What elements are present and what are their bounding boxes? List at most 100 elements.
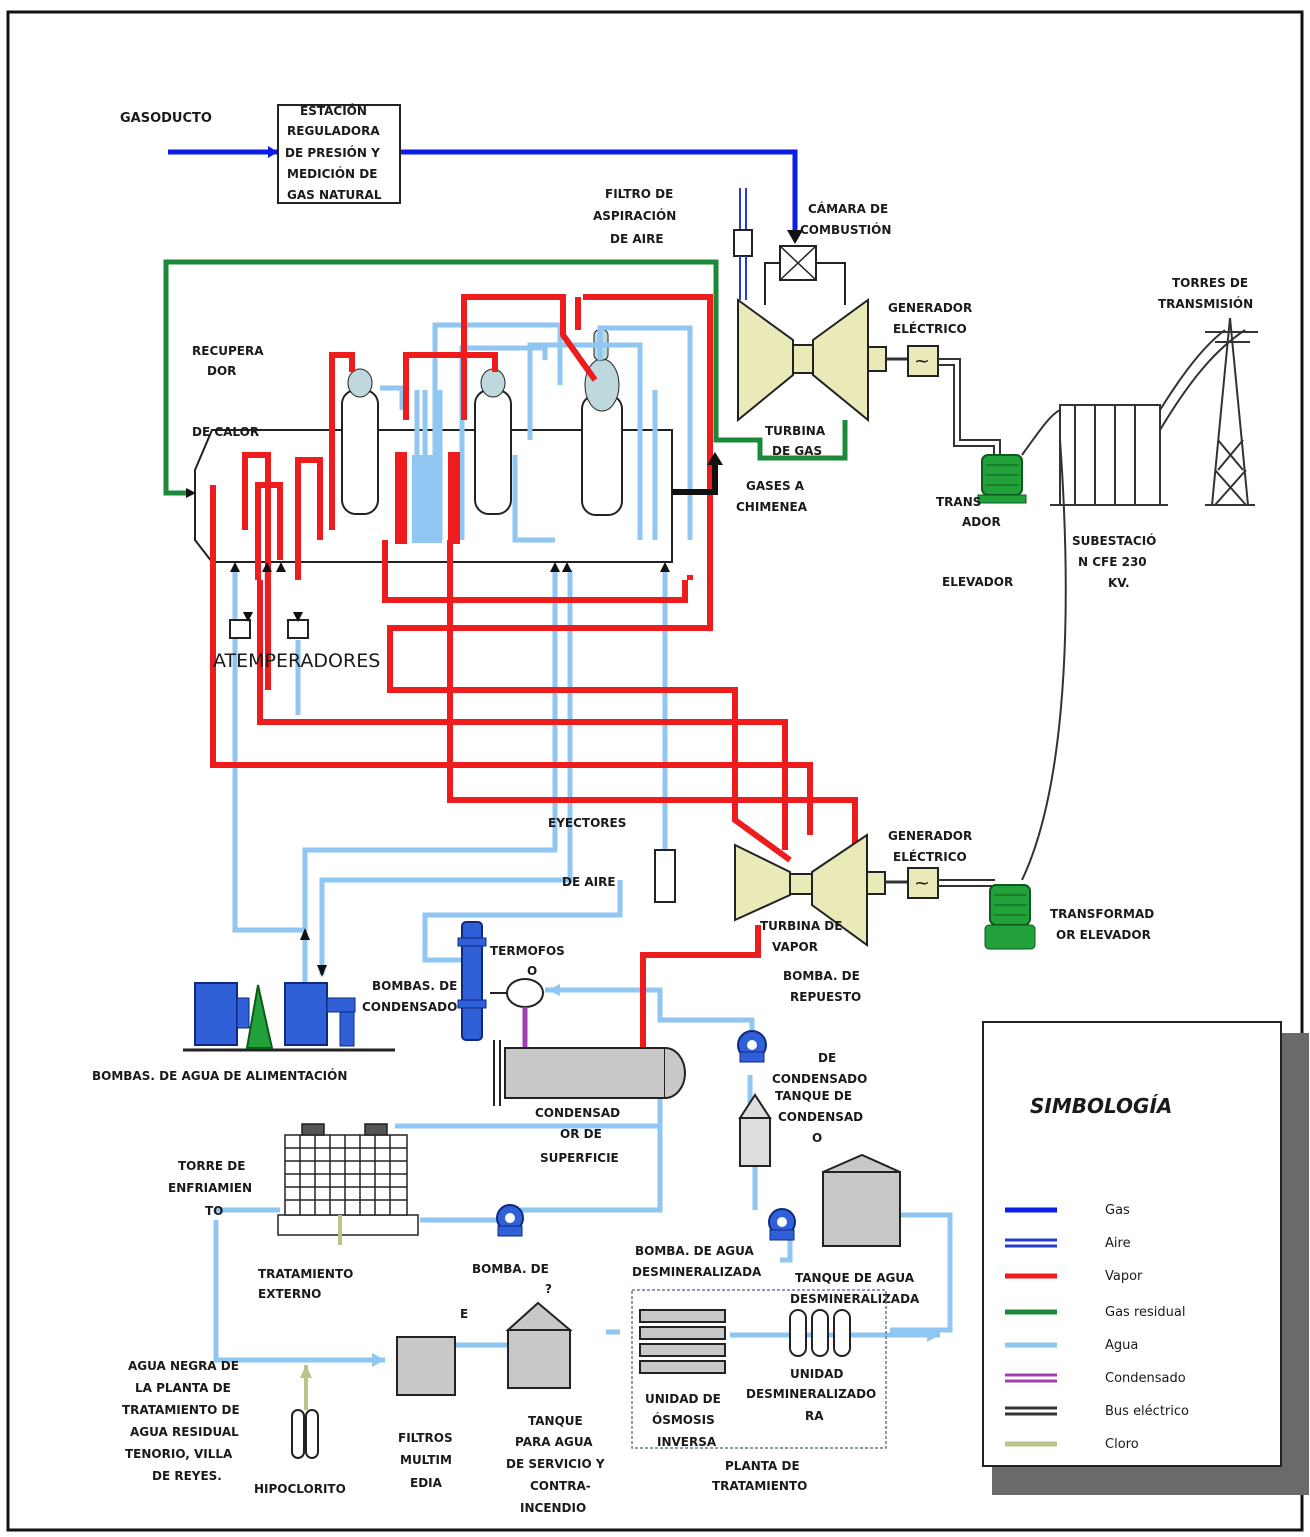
legend-item-condensado: Condensado <box>1005 1371 1186 1386</box>
svg-text:~: ~ <box>914 350 930 372</box>
atemperadores-label: ATEMPERADORES <box>213 650 380 672</box>
svg-text:?: ? <box>545 1282 552 1296</box>
svg-text:INCENDIO: INCENDIO <box>520 1501 586 1515</box>
svg-text:ADOR: ADOR <box>962 515 1001 529</box>
transformador2-label: TRANSFORMAD OR ELEVADOR <box>1050 907 1154 942</box>
attemperators <box>229 619 309 639</box>
svg-text:TENORIO, VILLA: TENORIO, VILLA <box>125 1447 233 1461</box>
planta-tratamiento-label: PLANTA DE TRATAMIENTO <box>712 1459 807 1493</box>
multimedia-filter <box>396 1336 456 1396</box>
condensate-tank <box>738 1093 772 1167</box>
legend-label: Bus eléctrico <box>1105 1404 1189 1419</box>
svg-text:INVERSA: INVERSA <box>657 1435 717 1449</box>
legend-title: SIMBOLOGÍA <box>1030 1094 1172 1118</box>
circulation-pump <box>496 1204 524 1237</box>
svg-text:EXTERNO: EXTERNO <box>258 1287 321 1301</box>
svg-text:DE CALOR: DE CALOR <box>192 425 259 439</box>
svg-text:ASPIRACIÓN: ASPIRACIÓN <box>593 208 676 223</box>
svg-text:GAS NATURAL: GAS NATURAL <box>287 188 382 202</box>
transmission-tower <box>1205 317 1258 506</box>
surface-condenser <box>493 1040 686 1106</box>
cooling-tower <box>277 1123 419 1245</box>
gas-turbine <box>737 298 887 423</box>
svg-text:CONDENSAD: CONDENSAD <box>535 1106 620 1120</box>
recuperador-label: RECUPERA DOR DE CALOR <box>192 344 264 439</box>
demin-pump <box>768 1208 796 1241</box>
estacion-label: ESTACIÓN REGULADORA DE PRESIÓN Y MEDICIÓ… <box>285 103 382 202</box>
condensador-label: CONDENSAD OR DE SUPERFICIE <box>535 1106 620 1165</box>
legend-label: Condensado <box>1105 1371 1186 1386</box>
steam-lines <box>210 294 858 1050</box>
svg-text:PLANTA DE: PLANTA DE <box>725 1459 800 1473</box>
svg-text:CONTRA-: CONTRA- <box>530 1479 591 1493</box>
svg-text:DE AIRE: DE AIRE <box>562 875 616 889</box>
svg-text:AGUA RESIDUAL: AGUA RESIDUAL <box>130 1425 239 1439</box>
svg-text:BOMBA. DE: BOMBA. DE <box>783 969 860 983</box>
eyectores-label: EYECTORES DE AIRE <box>548 816 626 889</box>
drum-lp <box>341 368 379 515</box>
svg-text:ELEVADOR: ELEVADOR <box>942 575 1013 589</box>
svg-text:MEDICIÓN DE: MEDICIÓN DE <box>287 166 377 181</box>
svg-text:DESMINERALIZADA: DESMINERALIZADA <box>632 1265 762 1279</box>
regulator-station-box <box>277 104 401 204</box>
svg-text:DE REYES.: DE REYES. <box>152 1469 222 1483</box>
torres-label: TORRES DE TRANSMISIÓN <box>1158 276 1253 311</box>
svg-text:TURBINA DE: TURBINA DE <box>760 919 842 933</box>
transformer-1 <box>977 454 1027 504</box>
tratamiento-label: TRATAMIENTO EXTERNO <box>258 1267 353 1301</box>
svg-text:EYECTORES: EYECTORES <box>548 816 626 830</box>
svg-text:TRANSFORMAD: TRANSFORMAD <box>1050 907 1154 921</box>
svg-text:UNIDAD: UNIDAD <box>790 1367 844 1381</box>
bombas-agua-label: BOMBAS. DE AGUA DE ALIMENTACIÓN <box>92 1068 347 1083</box>
svg-text:DE AIRE: DE AIRE <box>610 232 664 246</box>
water-lines <box>213 322 953 1363</box>
svg-text:CONDENSAD: CONDENSAD <box>778 1110 863 1124</box>
svg-text:TORRE DE: TORRE DE <box>178 1159 245 1173</box>
hrsg-casing <box>194 429 673 563</box>
svg-text:DE GAS: DE GAS <box>772 444 822 458</box>
legend-label: Gas residual <box>1105 1305 1185 1320</box>
legend-item-vapor: Vapor <box>1005 1269 1143 1284</box>
svg-text:ELÉCTRICO: ELÉCTRICO <box>893 321 967 336</box>
camara-label: CÁMARA DE COMBUSTIÓN <box>800 201 891 237</box>
svg-text:TANQUE: TANQUE <box>528 1414 583 1428</box>
svg-text:BOMBAS. DE: BOMBAS. DE <box>372 979 457 993</box>
legend-item-gas: Gas <box>1005 1203 1130 1218</box>
bomba-repuesto-label: BOMBA. DE REPUESTO <box>783 969 861 1004</box>
e-mark: E <box>460 1307 468 1321</box>
svg-text:AGUA NEGRA DE: AGUA NEGRA DE <box>128 1359 239 1373</box>
svg-text:CHIMENEA: CHIMENEA <box>736 500 808 514</box>
svg-text:ÓSMOSIS: ÓSMOSIS <box>652 1412 715 1427</box>
hypochlorite-tanks <box>291 1365 319 1459</box>
svg-text:DE PRESIÓN Y: DE PRESIÓN Y <box>285 145 380 160</box>
legend-label: Gas <box>1105 1203 1130 1218</box>
termofoco-label: TERMOFOS O <box>490 944 565 978</box>
de-condensado-label: DE CONDENSADO <box>772 1051 867 1086</box>
demin-water-tank <box>822 1153 901 1247</box>
svg-text:TRANS: TRANS <box>936 495 981 509</box>
feed-water-pumps <box>183 982 395 1052</box>
gasoducto-label: GASODUCTO <box>120 111 212 126</box>
ejector-box <box>654 849 676 903</box>
svg-text:O: O <box>812 1131 822 1145</box>
legend-item-agua: Agua <box>1005 1338 1138 1353</box>
hipoclorito-label: HIPOCLORITO <box>254 1482 346 1496</box>
torre-label: TORRE DE ENFRIAMIEN TO <box>168 1159 252 1218</box>
subestacion-label: SUBESTACIÓ N CFE 230 KV. <box>1072 533 1156 590</box>
svg-text:GENERADOR: GENERADOR <box>888 829 972 843</box>
generator-2: ~ <box>885 867 995 899</box>
agua-negra-label: AGUA NEGRA DE LA PLANTA DE TRATAMIENTO D… <box>122 1359 240 1483</box>
legend-label: Agua <box>1105 1338 1138 1353</box>
substation <box>1021 329 1246 881</box>
svg-text:TRATAMIENTO DE: TRATAMIENTO DE <box>122 1403 240 1417</box>
svg-text:FILTRO DE: FILTRO DE <box>605 187 673 201</box>
svg-text:FILTROS: FILTROS <box>398 1431 453 1445</box>
svg-text:BOMBA. DE AGUA: BOMBA. DE AGUA <box>635 1244 755 1258</box>
transformador1-label: TRANS ADOR ELEVADOR <box>936 495 1013 589</box>
legend-item-gas-residual: Gas residual <box>1005 1305 1185 1320</box>
svg-text:MULTIM: MULTIM <box>400 1453 452 1467</box>
svg-text:DESMINERALIZADA: DESMINERALIZADA <box>790 1292 920 1306</box>
legend-label: Vapor <box>1105 1269 1143 1284</box>
svg-text:DOR: DOR <box>207 364 236 378</box>
svg-text:VAPOR: VAPOR <box>772 940 818 954</box>
